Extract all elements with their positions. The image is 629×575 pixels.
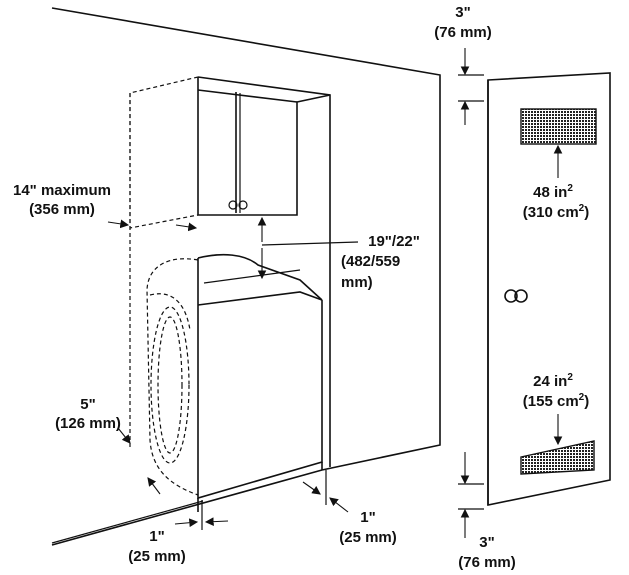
side-clearance-right-mm-label: (25 mm) [339, 529, 397, 546]
top-clearance-label: 3" [455, 4, 470, 21]
lower-vent-area-label: 24 in2 [533, 372, 573, 390]
cabinet-depth-label: 14" maximum [13, 182, 111, 199]
cabinet-depth-mm-label: (356 mm) [29, 201, 95, 218]
upper-vent-area-label: 48 in2 [533, 183, 573, 201]
labels: 3" (76 mm) 48 in2 (310 cm2) 24 in2 (155 … [13, 4, 589, 571]
wall-cabinet [129, 76, 331, 467]
side-clearance-left-label: 1" [149, 528, 164, 545]
alcove-walls [51, 7, 441, 546]
door-knob-right [514, 289, 528, 303]
dimension-lines [107, 48, 563, 538]
cabinet-knob-right [238, 200, 248, 210]
upper-vent [520, 108, 597, 145]
side-clearance-right-label: 1" [360, 509, 375, 526]
louvered-door [487, 72, 611, 506]
side-clearance-left-mm-label: (25 mm) [128, 548, 186, 565]
upper-vent-area-metric-label: (310 cm2) [523, 203, 589, 221]
front-clearance-label: 5" [80, 396, 95, 413]
cabinet-knob-left [228, 200, 238, 210]
bottom-clearance-label: 3" [479, 534, 494, 551]
washer [146, 253, 323, 512]
lid-clearance-label: 19"/22" [368, 233, 420, 250]
door-knob-left [504, 289, 518, 303]
front-clearance-mm-label: (126 mm) [55, 415, 121, 432]
lid-clearance-mm-label-2: mm) [341, 274, 373, 291]
lower-vent-area-metric-label: (155 cm2) [523, 392, 589, 410]
top-clearance-mm-label: (76 mm) [434, 24, 492, 41]
lower-vent [520, 440, 595, 475]
lid-clearance-mm-label-1: (482/559 [341, 253, 400, 270]
bottom-clearance-mm-label: (76 mm) [458, 554, 516, 571]
